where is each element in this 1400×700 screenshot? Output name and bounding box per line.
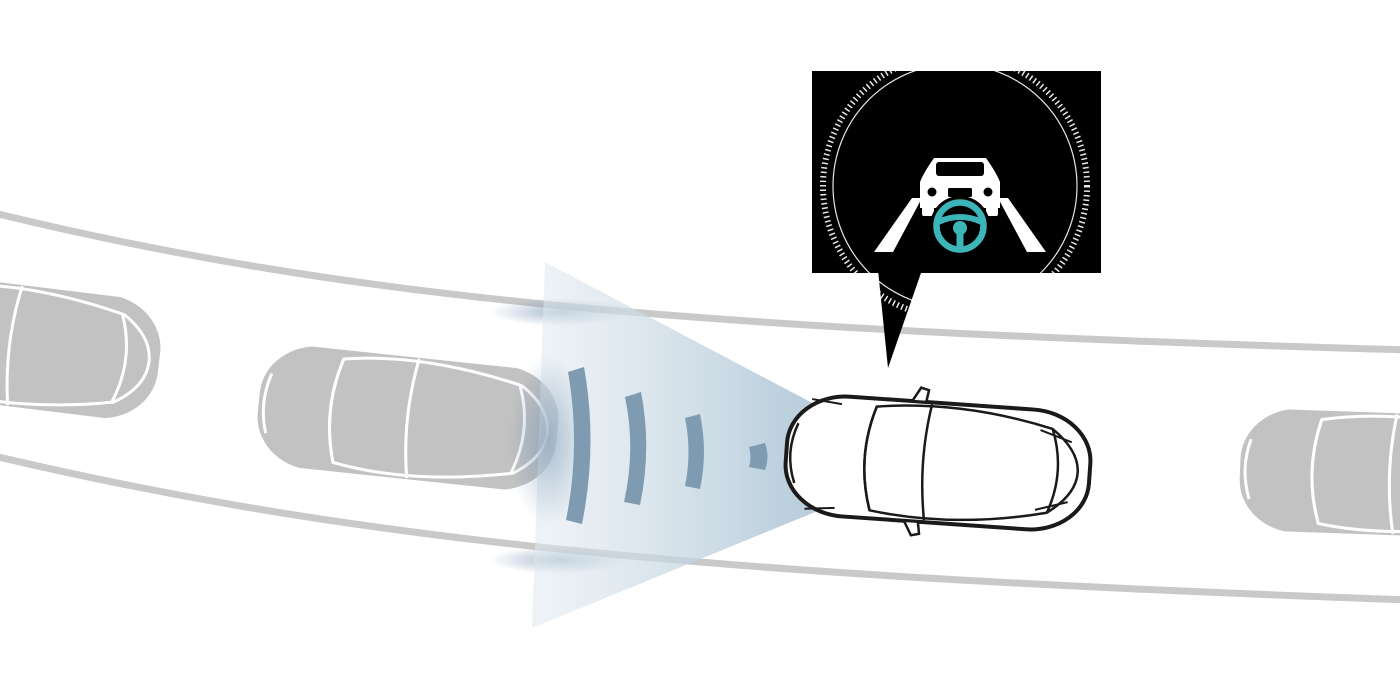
side-mirror-bottom [901, 519, 921, 537]
radar-wave-1 [566, 367, 591, 524]
lane-right-icon [998, 198, 1046, 252]
car-ahead-right [1236, 405, 1400, 543]
car-rear-icon [920, 158, 1000, 216]
assist-display-callout [812, 51, 1101, 368]
lane-left-icon [874, 198, 922, 252]
ego-car [783, 386, 1093, 537]
side-mirror-top [910, 386, 931, 404]
radar-waves [566, 367, 768, 524]
radar-wave-4 [749, 443, 768, 470]
lane-line-upper [0, 210, 1400, 354]
car-behind-left [0, 263, 168, 427]
radar-wave-3 [685, 414, 704, 489]
adaptive-cruise-steering-assist-icon [820, 51, 1090, 321]
radar-wave-2 [624, 392, 647, 505]
steering-wheel-icon [930, 196, 990, 256]
radar-beam [490, 262, 930, 628]
callout-pointer [878, 270, 922, 368]
